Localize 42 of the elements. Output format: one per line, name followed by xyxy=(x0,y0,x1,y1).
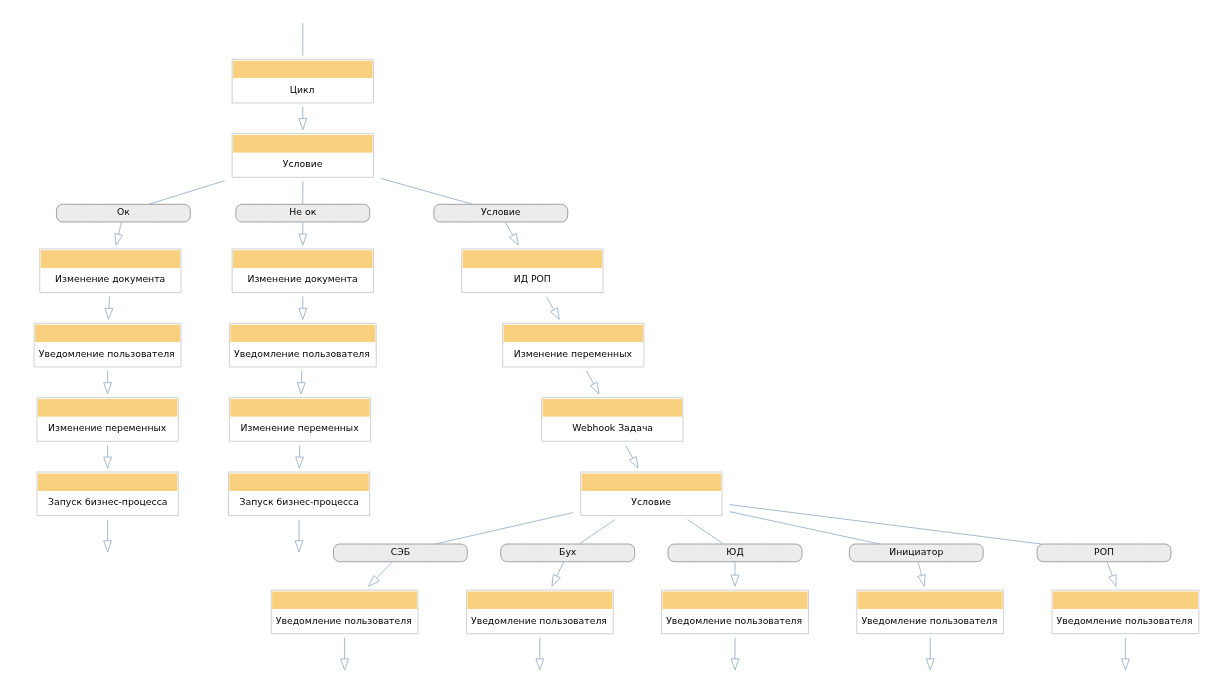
arrow xyxy=(504,221,519,246)
arrow xyxy=(585,370,599,395)
arrow xyxy=(294,444,304,469)
arrow xyxy=(113,221,123,246)
node-box: РОП xyxy=(1036,543,1171,563)
node-box: Инициатор xyxy=(848,543,984,563)
connector xyxy=(148,180,225,205)
connector xyxy=(301,22,303,56)
connector xyxy=(578,519,616,545)
node-box: Бух xyxy=(499,543,635,563)
arrow xyxy=(297,296,307,320)
arrow xyxy=(104,296,113,320)
connector xyxy=(728,511,880,545)
arrow xyxy=(545,296,560,320)
arrow xyxy=(916,561,926,587)
connector xyxy=(380,178,473,205)
node-box: Ок xyxy=(55,203,191,223)
arrow xyxy=(102,444,112,469)
arrow xyxy=(297,221,307,246)
arrow xyxy=(294,519,303,553)
arrow xyxy=(925,637,935,671)
arrow xyxy=(367,561,393,587)
node-box: Не ок xyxy=(234,203,370,223)
node-box: СЭБ xyxy=(332,543,468,563)
arrow xyxy=(730,561,739,587)
connector xyxy=(686,519,724,545)
connector xyxy=(728,504,1042,545)
node-box: Условие xyxy=(432,203,568,223)
arrow xyxy=(296,370,306,395)
connector xyxy=(434,512,573,545)
arrow xyxy=(550,561,564,587)
connector xyxy=(301,180,303,205)
arrow xyxy=(102,370,112,395)
arrow xyxy=(534,637,544,671)
arrow xyxy=(730,637,739,671)
arrow xyxy=(102,519,112,553)
arrow xyxy=(297,106,307,131)
arrow xyxy=(1120,637,1130,671)
node-box: ЮД xyxy=(667,543,802,563)
arrow xyxy=(339,637,349,671)
arrow xyxy=(624,444,638,469)
arrow xyxy=(1106,561,1117,587)
